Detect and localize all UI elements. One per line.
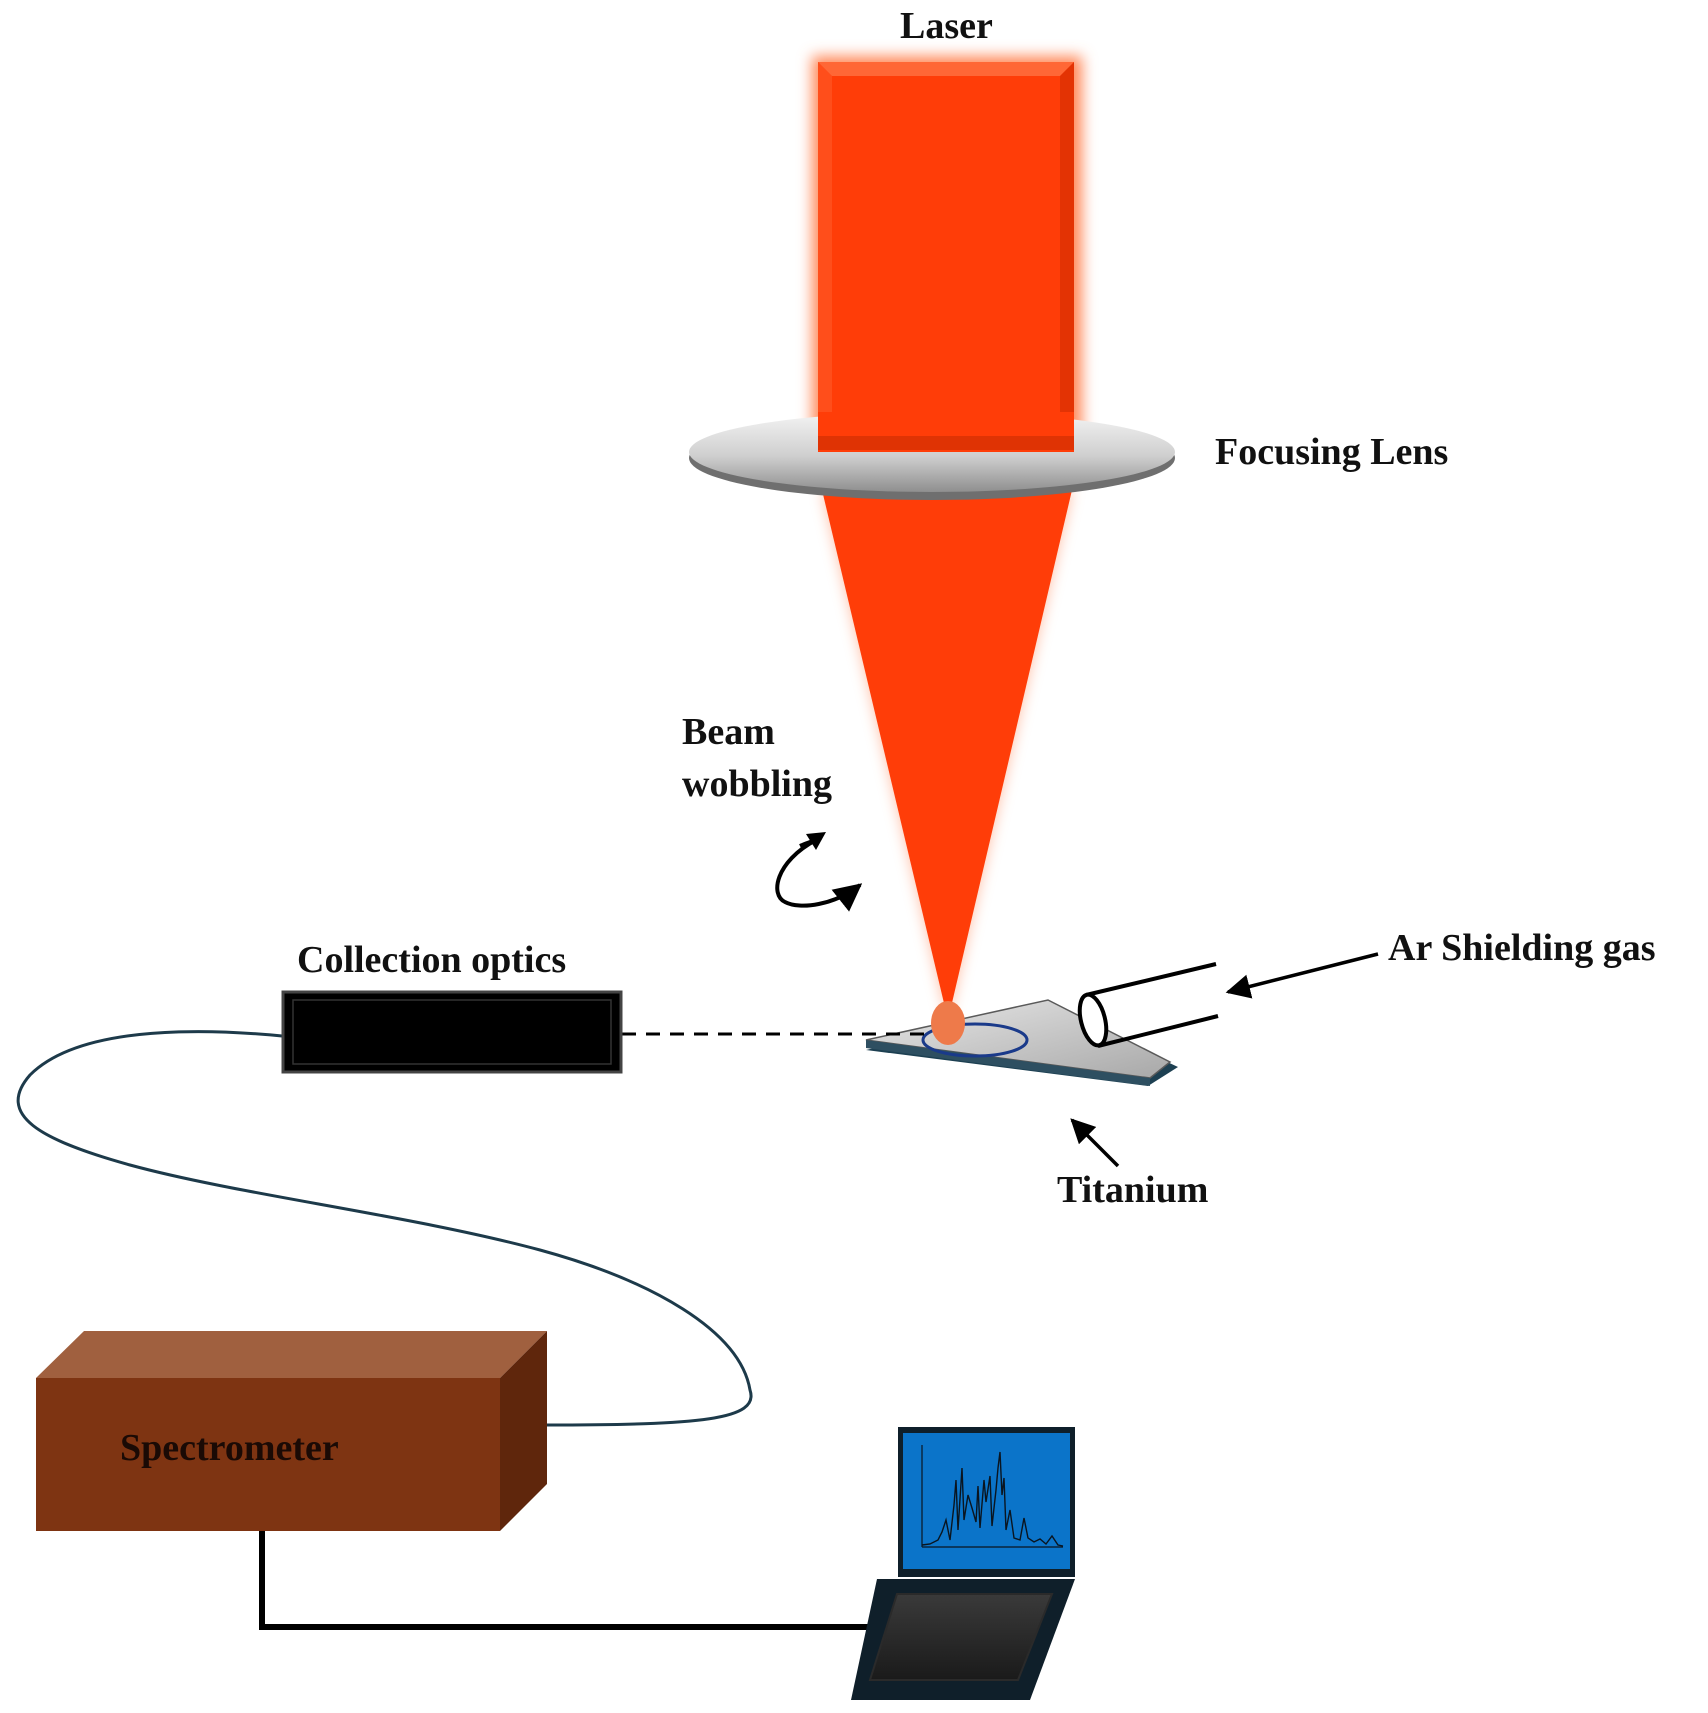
spectrometer-label: Spectrometer bbox=[120, 1427, 339, 1469]
curved-arrow-icon bbox=[775, 838, 863, 912]
titanium-arrow bbox=[1070, 1118, 1120, 1168]
data-cable bbox=[259, 1531, 870, 1630]
optical-fiber bbox=[16, 1030, 753, 1427]
gas-nozzle bbox=[1077, 962, 1219, 1048]
weld-track bbox=[921, 1022, 1029, 1058]
spectrometer-box bbox=[36, 1331, 547, 1531]
collection-optics-box bbox=[281, 990, 623, 1074]
laser-label: Laser bbox=[900, 5, 993, 47]
laser-head bbox=[818, 62, 1074, 450]
beam-wobbling-label-line1: Beam bbox=[682, 711, 775, 753]
titanium-label: Titanium bbox=[1057, 1169, 1209, 1211]
beam-wobbling-label-line2: wobbling bbox=[682, 763, 832, 805]
collection-optics-label: Collection optics bbox=[297, 939, 567, 981]
laser-spot bbox=[931, 1001, 965, 1045]
spectrum-plot-icon bbox=[921, 1445, 1064, 1548]
gas-arrow bbox=[1225, 952, 1379, 999]
titanium-plate bbox=[865, 999, 1178, 1086]
laptop bbox=[851, 1427, 1075, 1700]
ar-shielding-gas-label: Ar Shielding gas bbox=[1388, 927, 1656, 969]
wobble-arrow-tail bbox=[806, 832, 826, 850]
laser-cone bbox=[822, 490, 1072, 1020]
focusing-lens-label: Focusing Lens bbox=[1215, 431, 1449, 473]
focusing-lens bbox=[689, 412, 1175, 500]
